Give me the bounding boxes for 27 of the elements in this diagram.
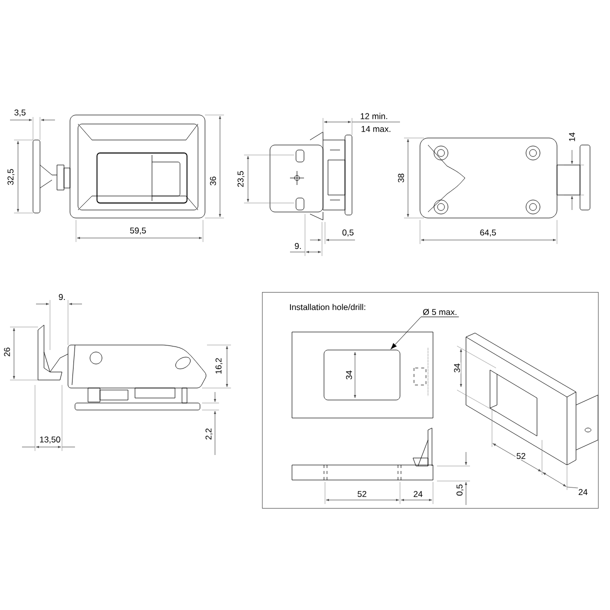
dimension-label: 0,5 — [456, 483, 464, 497]
dimension-label: 0,5 — [341, 228, 355, 238]
dimension-label: 9. — [294, 242, 302, 250]
dimension-label: 2,2 — [204, 427, 214, 441]
mounting-hole — [324, 350, 400, 400]
dimension-label: 13,50 — [38, 436, 62, 444]
dimension-label: 14 max. — [360, 125, 392, 133]
dimension-label: 23,5 — [236, 170, 246, 188]
dimension-label: 38 — [397, 172, 405, 184]
dimension-label: 36 — [209, 176, 217, 186]
callout-text: Ø 5 max. — [423, 308, 456, 316]
dimension-label: 32,5 — [6, 168, 16, 186]
dimension-label: 59,5 — [128, 226, 148, 236]
leader-line — [390, 316, 460, 350]
dimension-label: 12 min. — [359, 112, 389, 120]
dimension-label: 9. — [58, 293, 66, 301]
dimension-label: 26 — [3, 346, 11, 358]
dimension-label: 24 — [578, 488, 589, 496]
dimension-label: 52 — [516, 452, 527, 460]
dimension-label: 24 — [412, 490, 424, 498]
dimension-label: 34 — [453, 362, 461, 374]
dimension-label: 34 — [345, 370, 353, 381]
dimension-label: 52 — [356, 490, 368, 498]
dimension-label: 14 — [568, 132, 576, 142]
dimension-label: 64,5 — [478, 228, 498, 238]
dimension-label: 3,5 — [13, 108, 27, 118]
dimension-label: 16,2 — [214, 356, 224, 376]
